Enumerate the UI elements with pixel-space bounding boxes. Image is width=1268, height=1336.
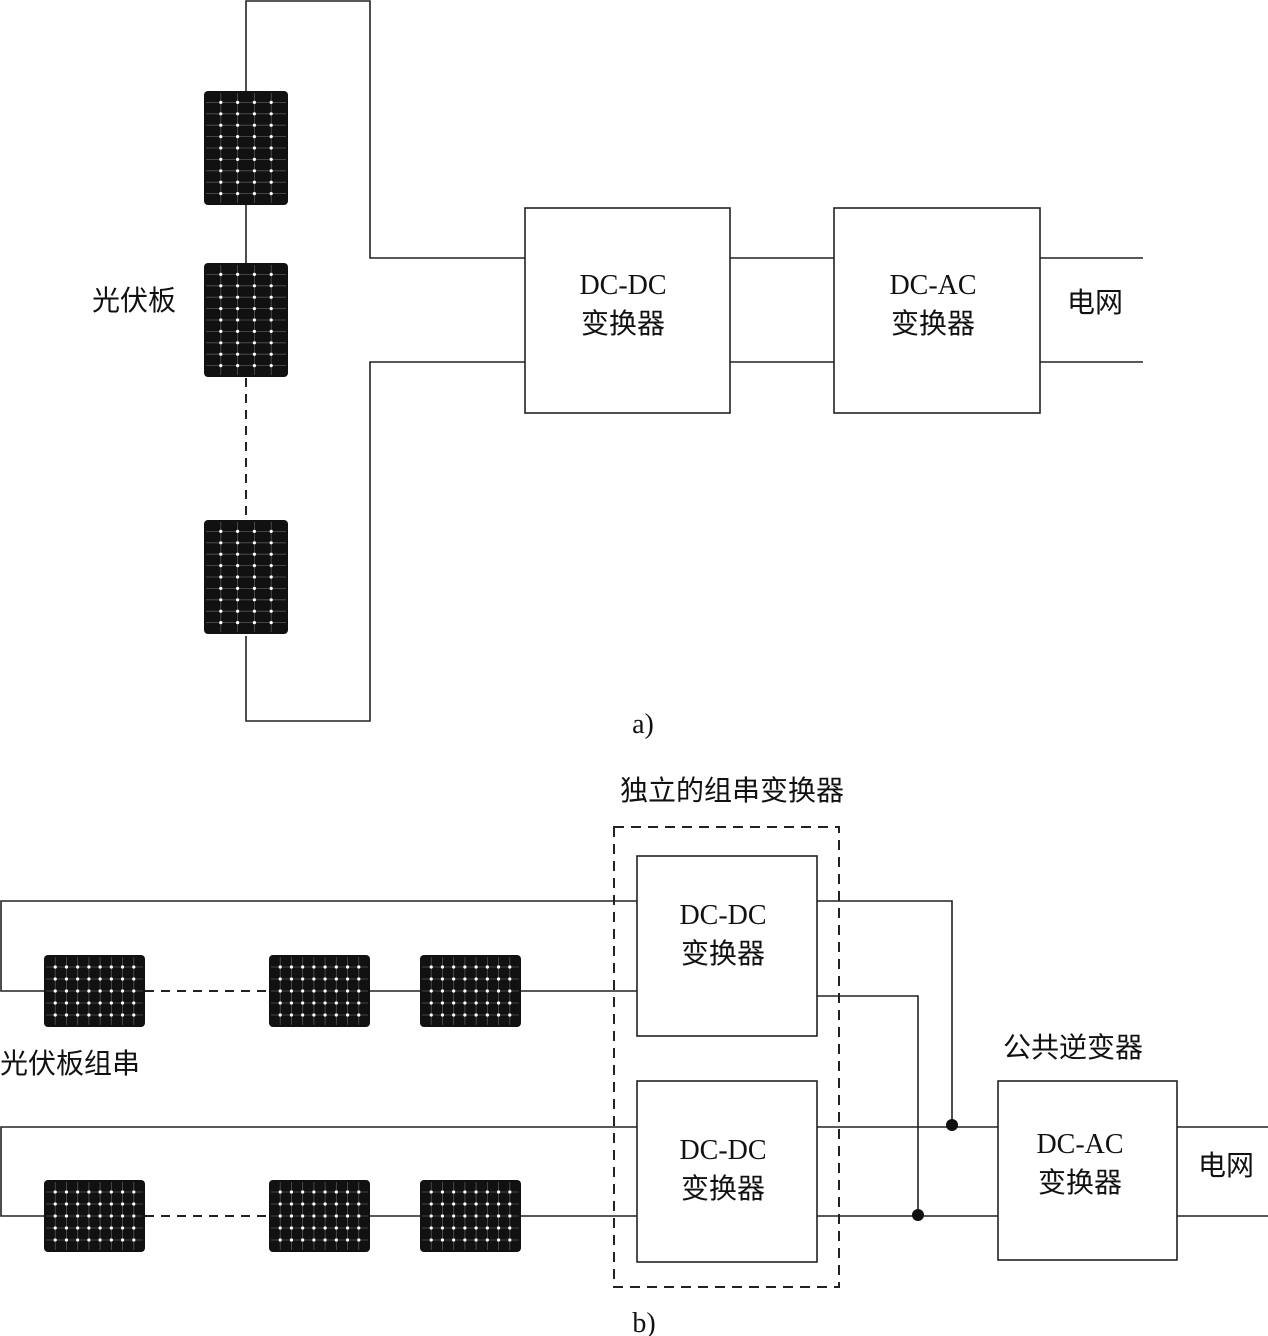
solar-panel-icon (44, 955, 145, 1027)
junction-dot-icon (912, 1209, 924, 1221)
a-caption: a) (632, 709, 654, 740)
b-caption: b) (632, 1308, 655, 1336)
a-string-bottom-wire (245, 361, 525, 722)
a-dcac-label-line2: 变换器 (891, 307, 975, 340)
b-dcac-inverter-box (997, 1080, 1178, 1261)
b-string-label: 光伏板组串 (0, 1047, 140, 1080)
b-dcdc1-converter-box (636, 855, 818, 1037)
b-dcdc2-converter-box (636, 1080, 818, 1263)
a-dcdc-label-line2: 变换器 (581, 307, 665, 340)
b-dcac-label-line1: DC-AC (1036, 1129, 1123, 1160)
solar-panel-icon (204, 91, 288, 205)
a-string-top-wire (245, 0, 525, 259)
a-dcac-label-line1: DC-AC (889, 270, 976, 301)
b-dcdc1-bottom-out-wire (817, 995, 919, 1216)
solar-panel-icon (204, 520, 288, 634)
b-string2-return-wire (0, 1126, 637, 1217)
solar-panel-icon (44, 1180, 145, 1252)
b-dcdc1-label-line2: 变换器 (681, 937, 765, 970)
b-dcdc2-label-line1: DC-DC (679, 1135, 766, 1166)
a-dcdc-label-line1: DC-DC (579, 270, 666, 301)
solar-panel-icon (204, 263, 288, 377)
solar-panel-icon (420, 955, 521, 1027)
b-dcac-label-line2: 变换器 (1038, 1166, 1122, 1199)
a-panel-label: 光伏板 (92, 284, 176, 317)
a-grid-label: 电网 (1067, 286, 1123, 319)
a-dcac-converter-box (833, 207, 1041, 414)
part-a: 光伏板 DC-DC 变换器 DC-AC 变换器 电网 a) (92, 0, 1143, 740)
b-string1-return-wire (0, 900, 637, 992)
solar-panel-icon (420, 1180, 521, 1252)
b-dcdc1-label-line1: DC-DC (679, 900, 766, 931)
part-b: 独立的组串变换器 DC-DC 变换器 DC-DC 变换器 光伏板组串 公共逆变器… (0, 774, 1268, 1336)
b-converter-group-frame (613, 826, 840, 1288)
junction-dot-icon (946, 1119, 958, 1131)
b-grid-label: 电网 (1198, 1149, 1254, 1182)
b-dcdc1-top-out-wire (817, 900, 953, 1127)
solar-panel-icon (269, 1180, 370, 1252)
solar-panel-icon (269, 955, 370, 1027)
b-inverter-label: 公共逆变器 (1003, 1031, 1143, 1064)
b-converter-group-label: 独立的组串变换器 (620, 774, 844, 807)
b-dcdc2-label-line2: 变换器 (681, 1172, 765, 1205)
a-dcdc-converter-box (524, 207, 731, 414)
